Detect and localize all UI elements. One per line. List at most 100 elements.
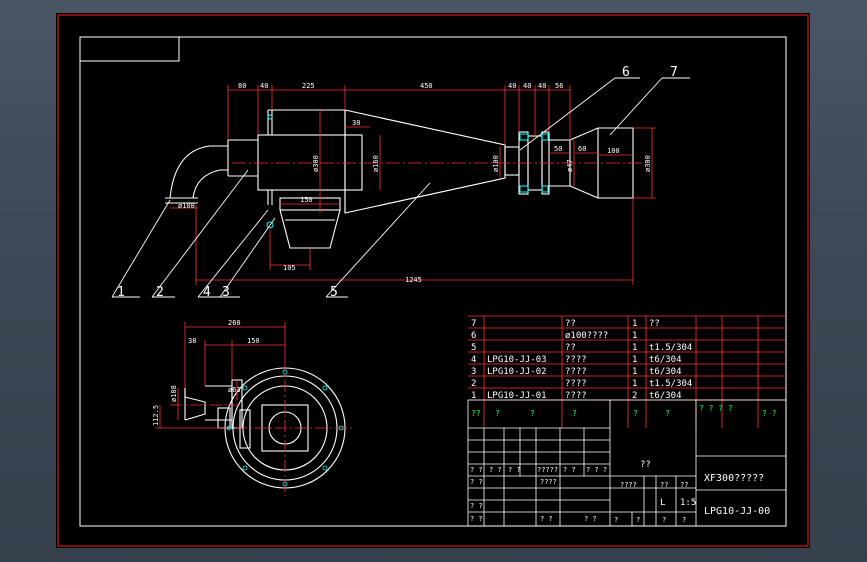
dim-225: 225 [302,82,315,90]
bom-qty: 1 [632,379,637,389]
title-block-text: ? ? ? ? ? ? ????? ? ? ? ? ? ? ? ???? ? ?… [470,460,770,524]
bom-row-1: 1 LPG10-JJ-01 ???? 2 t6/304 [471,391,682,401]
bom-row-3: 3 LPG10-JJ-02 ???? 1 t6/304 [471,367,682,377]
dia-160: ø160 [372,155,380,172]
tb-s3: ? [682,516,686,524]
callout-1: 1 [117,285,125,300]
tb-weight-mark: L [660,498,665,508]
bom-qty: 1 [632,355,637,365]
hidden-lines [266,114,549,229]
bom-qty: 2 [632,391,637,401]
tb-d1: ? ? [540,515,553,523]
code-box [79,36,180,62]
side-dim-260: 260 [228,319,241,327]
dim-450: 450 [420,82,433,90]
dim-50: 50 [554,145,562,153]
dim-1245: 1245 [405,276,422,284]
tb-b0: ? ? [470,478,483,486]
bom-code: LPG10-JJ-03 [487,355,547,365]
bom-row-5: 5 ?? 1 t1.5/304 [471,343,692,353]
dim-40b: 40 [508,82,516,90]
bom-qty: 1 [632,331,637,341]
bom-row-6: 6 ø100???? 1 [471,331,637,341]
bom-qty: 1 [632,367,637,377]
dim-40d: 40 [538,82,546,90]
dim-80: 80 [238,82,246,90]
bom-no: 7 [471,319,476,329]
dim-30: 30 [352,119,360,127]
bom-no: 3 [471,367,476,377]
dia-300a: ø300 [312,155,320,172]
tb-s2: ? [662,516,666,524]
bom-header-note: ? ? [762,409,777,418]
bom-row-7: 7 ?? 1 ?? [471,319,660,329]
bom-header-a: ? [530,409,535,418]
bom-no: 1 [471,391,476,401]
tb-s1: ? [636,516,640,524]
callout-5: 5 [330,285,338,300]
tb-stage: ???? [620,481,637,489]
elbow-inner [192,169,228,199]
bom-mat: t1.5/304 [649,379,692,389]
paper-background [56,13,810,548]
bom-row-2: 2 ???? 1 t1.5/304 [471,379,692,389]
tb-a2: ? ? [508,466,521,474]
dim-105: 105 [283,264,296,272]
dia-300b: ø300 [644,155,652,172]
bom-name: ???? [565,379,587,389]
bom-no: 4 [471,355,476,365]
callout-3: 3 [222,285,230,300]
bom-no: 5 [471,343,476,353]
tb-a0: ? ? [470,466,483,474]
callout-labels: 1 2 4 3 5 6 7 [117,65,678,300]
bom-header-weight: ? ? ? ? [699,404,733,413]
dim-56: 56 [555,82,563,90]
tb-s0: ? [614,516,618,524]
dia-108: ø108 [178,202,195,210]
tb-d2: ? ? [584,515,597,523]
bom-name: ?? [565,343,576,353]
callout-leaders [111,77,690,298]
tb-weight: ?? [660,481,668,489]
bom-no: 2 [471,379,476,389]
bom-name: ???? [565,391,587,401]
tb-product: XF300????? [704,473,764,484]
bom-mat: t6/304 [649,355,682,365]
bom-grid [467,315,787,527]
tb-part-name: ?? [640,460,651,470]
tb-c0: ? ? [470,502,483,510]
bom-header-qty: ? [633,409,638,418]
inner-frame [79,36,787,527]
side-centerlines [170,360,355,496]
dim-40c: 40 [523,82,531,90]
outer-frame [57,14,809,547]
bom-header-no: ?? [471,409,481,418]
main-cylinder [257,134,363,191]
tb-scale: 1:5 [680,498,696,508]
tb-a5: ? ? ? [586,466,607,474]
tb-d0: ? ? [470,515,483,523]
bom-header-code: ? [495,409,500,418]
tb-a4: ? ? [563,466,576,474]
side-dimensions [155,322,286,429]
bom-header-name: ? [572,409,577,418]
bom-name: ?? [565,319,576,329]
side-dia-63: ø63 [228,386,241,394]
dia-47: ø47 [566,159,574,172]
tb-scale-label: ?? [680,481,688,489]
bom-code: LPG10-JJ-02 [487,367,547,377]
bom-qty: 1 [632,343,637,353]
dim-100: 100 [607,147,620,155]
dim-40a: 40 [260,82,268,90]
side-dia-108: ø108 [170,385,178,402]
bom-rows: 7 ?? 1 ?? 6 ø100???? 1 5 ?? 1 t1.5/304 4… [471,319,692,401]
side-dim-text: 260 38 150 112.5 ø108 ø63 [152,319,260,426]
callout-2: 2 [156,285,164,300]
tb-a1: ? ? [489,466,502,474]
bom-code: LPG10-JJ-01 [487,391,547,401]
dia-100: ø100 [492,155,500,172]
front-dim-text: 80 40 225 450 40 40 40 56 30 150 105 124… [178,82,652,284]
bom-mat: t6/304 [649,391,682,401]
